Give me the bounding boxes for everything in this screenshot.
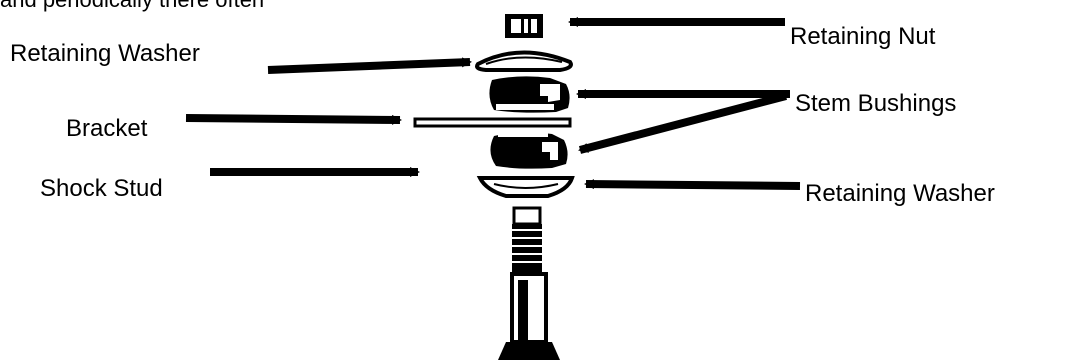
retaining-nut-part bbox=[505, 14, 543, 38]
label-bracket: Bracket bbox=[66, 115, 148, 142]
label-retaining-washer-bottom: Retaining Washer bbox=[805, 180, 995, 207]
retaining-washer-bottom-part bbox=[476, 176, 575, 198]
label-stem-bushings: Stem Bushings bbox=[795, 90, 957, 117]
retaining-washer-top-part bbox=[475, 50, 573, 72]
bracket-part bbox=[413, 117, 572, 128]
pointer-arrows bbox=[185, 17, 801, 190]
label-retaining-nut: Retaining Nut bbox=[790, 23, 936, 50]
shock-stud-part bbox=[498, 206, 560, 360]
stem-bushing-lower-part bbox=[490, 132, 568, 169]
label-shock-stud: Shock Stud bbox=[40, 175, 163, 202]
header-text-fragment: and periodically there often bbox=[0, 0, 264, 14]
stem-bushing-upper-part bbox=[489, 76, 570, 113]
label-retaining-washer-top: Retaining Washer bbox=[10, 40, 200, 67]
